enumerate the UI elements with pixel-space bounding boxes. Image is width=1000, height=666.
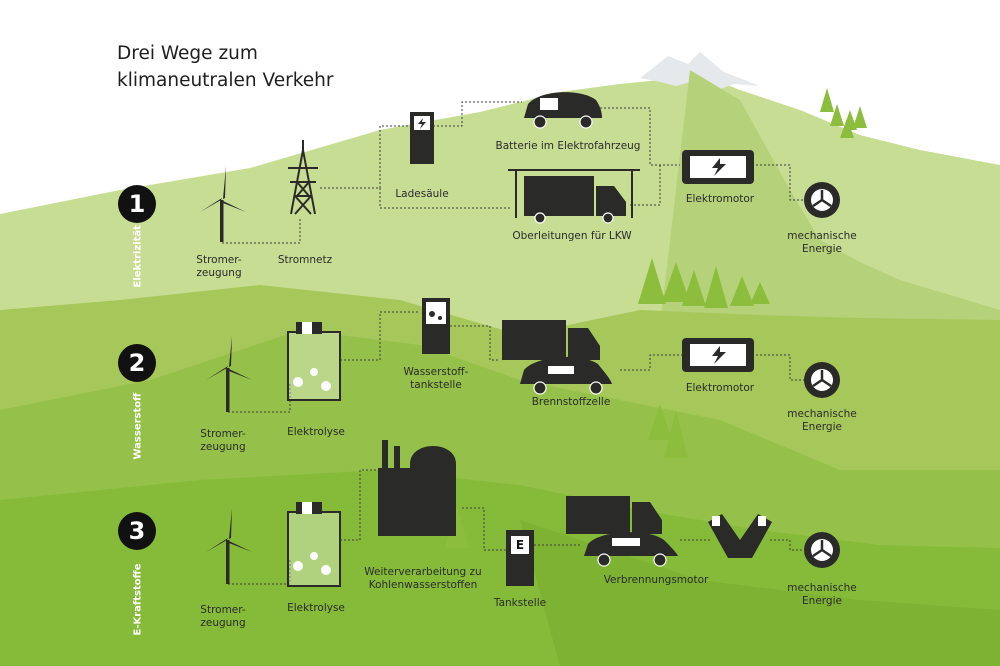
wheel-icon bbox=[804, 182, 840, 218]
wheel-icon bbox=[804, 532, 840, 568]
tree-icon bbox=[664, 410, 688, 458]
label-oberleitungen: Oberleitungen für LKW bbox=[512, 230, 632, 242]
row-number-badge: 3 bbox=[118, 512, 156, 550]
tree-group-middle bbox=[638, 258, 770, 458]
wheel-icon bbox=[804, 362, 840, 398]
truck-icon bbox=[508, 169, 640, 224]
wind-turbine-icon bbox=[206, 508, 252, 584]
pump-letter: E bbox=[511, 536, 529, 554]
label-tankstelle: Tankstelle bbox=[493, 597, 547, 609]
charging-station-icon bbox=[410, 112, 434, 164]
snow-cap bbox=[640, 52, 760, 92]
title-line-1: Drei Wege zum bbox=[117, 43, 258, 64]
power-pylon-icon bbox=[288, 140, 318, 215]
label-stromerzeugung: Stromer- zeugung bbox=[200, 428, 246, 453]
tree-icon bbox=[853, 106, 867, 128]
label-elektromotor: Elektromotor bbox=[685, 193, 755, 205]
combustion-engine-icon bbox=[708, 514, 772, 558]
label-mechanische-energie: mechanische Energie bbox=[787, 582, 857, 607]
electric-car-icon bbox=[524, 92, 602, 129]
tree-icon bbox=[750, 282, 770, 304]
hydrogen-station-icon bbox=[422, 298, 450, 354]
label-stromnetz: Stromnetz bbox=[277, 254, 333, 266]
factory-icon bbox=[378, 440, 456, 536]
fuel-cell-car-icon bbox=[520, 356, 612, 395]
label-mechanische-energie: mechanische Energie bbox=[787, 230, 857, 255]
truck-icon bbox=[566, 496, 662, 534]
label-elektrolyse: Elektrolyse bbox=[287, 426, 345, 438]
tree-icon bbox=[820, 88, 834, 112]
tree-icon bbox=[704, 266, 728, 308]
label-batterie: Batterie im Elektrofahrzeug bbox=[495, 140, 641, 152]
label-ladesaeule: Ladesäule bbox=[395, 188, 449, 200]
wind-turbine-icon bbox=[200, 166, 246, 242]
label-verbrennungsmotor: Verbrennungsmotor bbox=[603, 574, 709, 586]
tree-icon bbox=[840, 118, 854, 138]
row-category-label: Elektrizität bbox=[132, 225, 144, 288]
label-stromerzeugung: Stromer- zeugung bbox=[200, 604, 246, 629]
truck-icon bbox=[502, 320, 600, 360]
row-number-badge: 1 bbox=[118, 185, 156, 223]
bottom-hill-dark bbox=[520, 520, 1000, 666]
label-mechanische-energie: mechanische Energie bbox=[787, 408, 857, 433]
tree-icon bbox=[638, 258, 666, 304]
tree-icon bbox=[730, 276, 754, 306]
label-elektrolyse: Elektrolyse bbox=[287, 602, 345, 614]
label-weiterverarbeitung: Weiterverarbeitung zu Kohlenwasserstoffe… bbox=[364, 566, 482, 591]
tree-icon bbox=[648, 404, 672, 440]
label-wasserstofftankstelle: Wasserstoff- tankstelle bbox=[403, 366, 469, 391]
tree-icon bbox=[445, 508, 469, 548]
label-brennstoffzelle: Brennstoffzelle bbox=[531, 396, 611, 408]
wind-turbine-icon bbox=[206, 336, 252, 412]
electric-motor-icon bbox=[682, 150, 754, 184]
combustion-car-icon bbox=[584, 532, 678, 567]
title-line-2: klimaneutralen Verkehr bbox=[117, 70, 334, 91]
row-category-label: Wasserstoff bbox=[132, 392, 144, 460]
electric-motor-icon bbox=[682, 338, 754, 372]
row-category-label: E-Kraftstoffe bbox=[132, 563, 144, 636]
tree-icon bbox=[662, 262, 690, 302]
label-elektromotor: Elektromotor bbox=[685, 382, 755, 394]
electrolysis-tank-icon bbox=[287, 502, 341, 587]
tree-group-top bbox=[820, 88, 867, 138]
connectors bbox=[222, 101, 804, 585]
tree-icon bbox=[830, 104, 844, 126]
row-number-badge: 2 bbox=[118, 344, 156, 382]
label-stromerzeugung: Stromer- zeugung bbox=[196, 254, 242, 279]
diagram-title: Drei Wege zum klimaneutralen Verkehr bbox=[117, 40, 333, 94]
tree-icon bbox=[682, 270, 706, 306]
electrolysis-tank-icon bbox=[287, 322, 341, 401]
